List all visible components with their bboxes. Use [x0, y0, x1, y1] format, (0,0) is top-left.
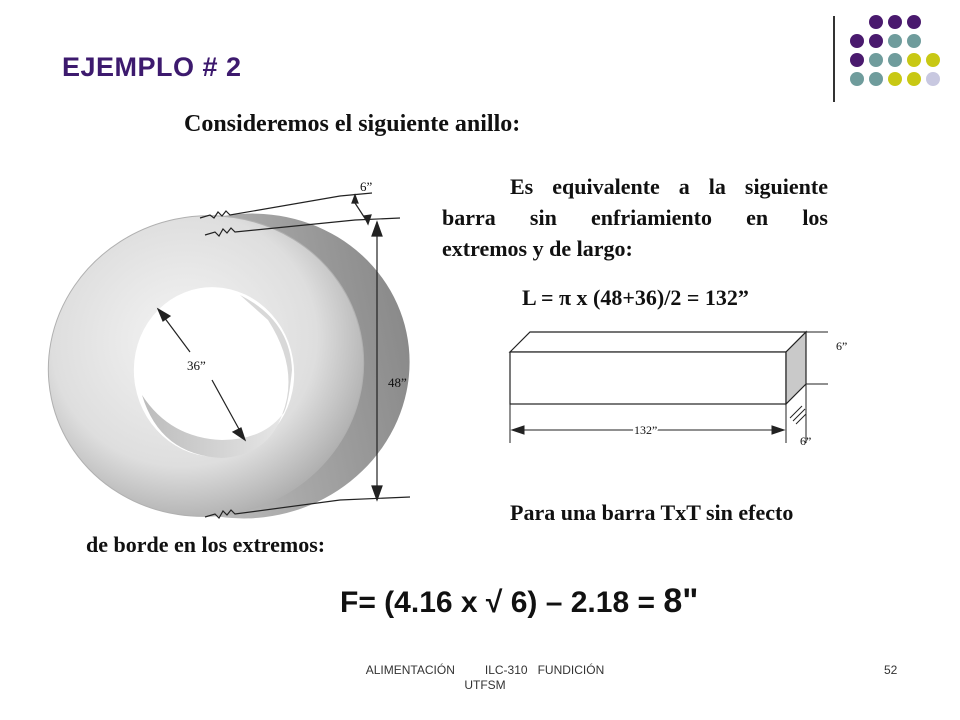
decorative-dot: [888, 53, 902, 67]
decorative-dot: [926, 72, 940, 86]
ring-outer-diameter-label: 48”: [388, 375, 407, 390]
intro-text: Consideremos el siguiente anillo:: [184, 111, 521, 137]
paragraph-line-1: Es equivalente a la siguiente: [510, 174, 828, 199]
bar-height-label: 6”: [836, 339, 847, 353]
result-formula-lhs: F= (4.16 x √ 6) – 2.18 =: [340, 586, 664, 619]
bottom-extension-line: [204, 496, 411, 519]
result-formula-value: 8": [663, 582, 699, 620]
decorative-dot: [850, 53, 864, 67]
condition-text-line-2: de borde en los extremos:: [86, 532, 326, 557]
decorative-dot: [869, 53, 883, 67]
decorative-dot: [888, 15, 902, 29]
decorative-dot: [907, 72, 921, 86]
bar-extension-lines: [509, 331, 828, 443]
outer-diameter-dimension: [371, 220, 383, 502]
decorative-dot: [888, 34, 902, 48]
ring-body: [47, 213, 410, 519]
ring-inner-diameter-label: 36”: [187, 358, 206, 373]
page-number: 52: [884, 663, 898, 677]
decorative-dot: [869, 34, 883, 48]
bar-length-label: 132”: [634, 423, 657, 437]
decorative-dot: [869, 72, 883, 86]
decorative-dot: [907, 34, 921, 48]
bar-width-label: 6”: [800, 434, 811, 448]
decorative-dot: [926, 53, 940, 67]
length-formula: L = π x (48+36)/2 = 132”: [522, 285, 749, 310]
ring-thickness-label: 6”: [360, 179, 373, 194]
decorative-dot: [907, 53, 921, 67]
decorative-dot: [888, 72, 902, 86]
footer-line-1: ALIMENTACIÓN ILC-310 FUNDICIÓN: [365, 663, 605, 677]
bar-width-dimension: [789, 405, 807, 425]
decorative-dot: [907, 15, 921, 29]
bar-length-dimension: [510, 425, 786, 435]
paragraph-line-2: barra sin enfriamiento en los: [442, 205, 828, 230]
paragraph-line-3: extremos y de largo:: [442, 236, 633, 261]
result-formula: F= (4.16 x √ 6) – 2.18 = 8": [340, 582, 698, 621]
inner-diameter-dimension: [156, 307, 247, 442]
bar-body: [508, 330, 808, 406]
slide-footer: ALIMENTACIÓN ILC-310 FUNDICIÓN UTFSM: [340, 663, 630, 693]
decorative-dot: [850, 34, 864, 48]
slide-title: EJEMPLO # 2: [62, 52, 242, 82]
thickness-dimension: [199, 192, 401, 237]
decorative-dot-grid: [850, 15, 940, 86]
footer-line-2: UTFSM: [464, 678, 506, 692]
decorative-dot: [850, 72, 864, 86]
equivalence-paragraph: Es equivalente a la siguiente barra sin …: [442, 171, 828, 264]
condition-text-line-1: Para una barra TxT sin efecto: [510, 500, 794, 525]
header-divider-line: [833, 16, 835, 102]
decorative-dot: [869, 15, 883, 29]
